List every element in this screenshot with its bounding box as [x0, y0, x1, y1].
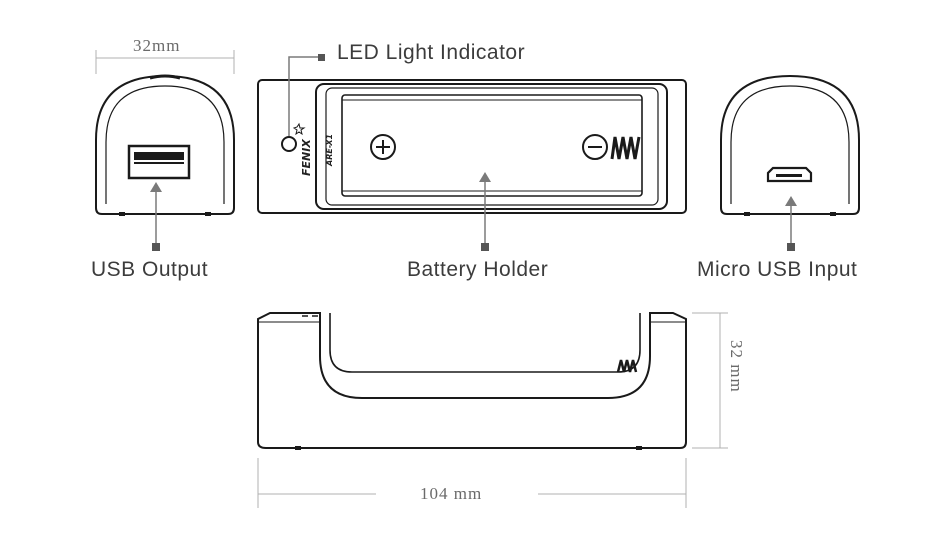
charger-side-view [257, 312, 687, 450]
leader-battery-holder [479, 172, 491, 251]
model-label: ARE-X1 [325, 133, 334, 166]
width-dimension-label: 32mm [133, 36, 181, 55]
micro-usb-port [766, 166, 813, 183]
dimension-length [257, 458, 687, 508]
usb-output-label: USB Output [91, 258, 209, 281]
leader-led [288, 54, 325, 136]
usb-a-port [127, 144, 191, 180]
charger-top-view [257, 79, 687, 214]
length-dimension-label: 104 mm [420, 484, 483, 503]
led-indicator-label: LED Light Indicator [337, 41, 526, 64]
height-dimension-label: 32 mm [727, 340, 746, 393]
usb-output-end-view [95, 74, 235, 216]
battery-holder-label: Battery Holder [407, 258, 549, 281]
led-indicator [281, 136, 297, 152]
dimension-height-side [692, 312, 728, 449]
micro-usb-end-view [720, 74, 860, 216]
spring-contact-icon [610, 136, 641, 160]
star-logo-icon [292, 122, 306, 136]
leader-micro-usb [785, 196, 797, 251]
leader-usb-output [150, 182, 162, 251]
plus-terminal-icon [370, 134, 396, 160]
minus-terminal-icon [582, 134, 608, 160]
side-spring-contact-icon [616, 359, 638, 373]
micro-usb-input-label: Micro USB Input [697, 258, 858, 281]
brand-logo: FENIX [300, 139, 313, 176]
dimension-width-top [95, 50, 235, 74]
